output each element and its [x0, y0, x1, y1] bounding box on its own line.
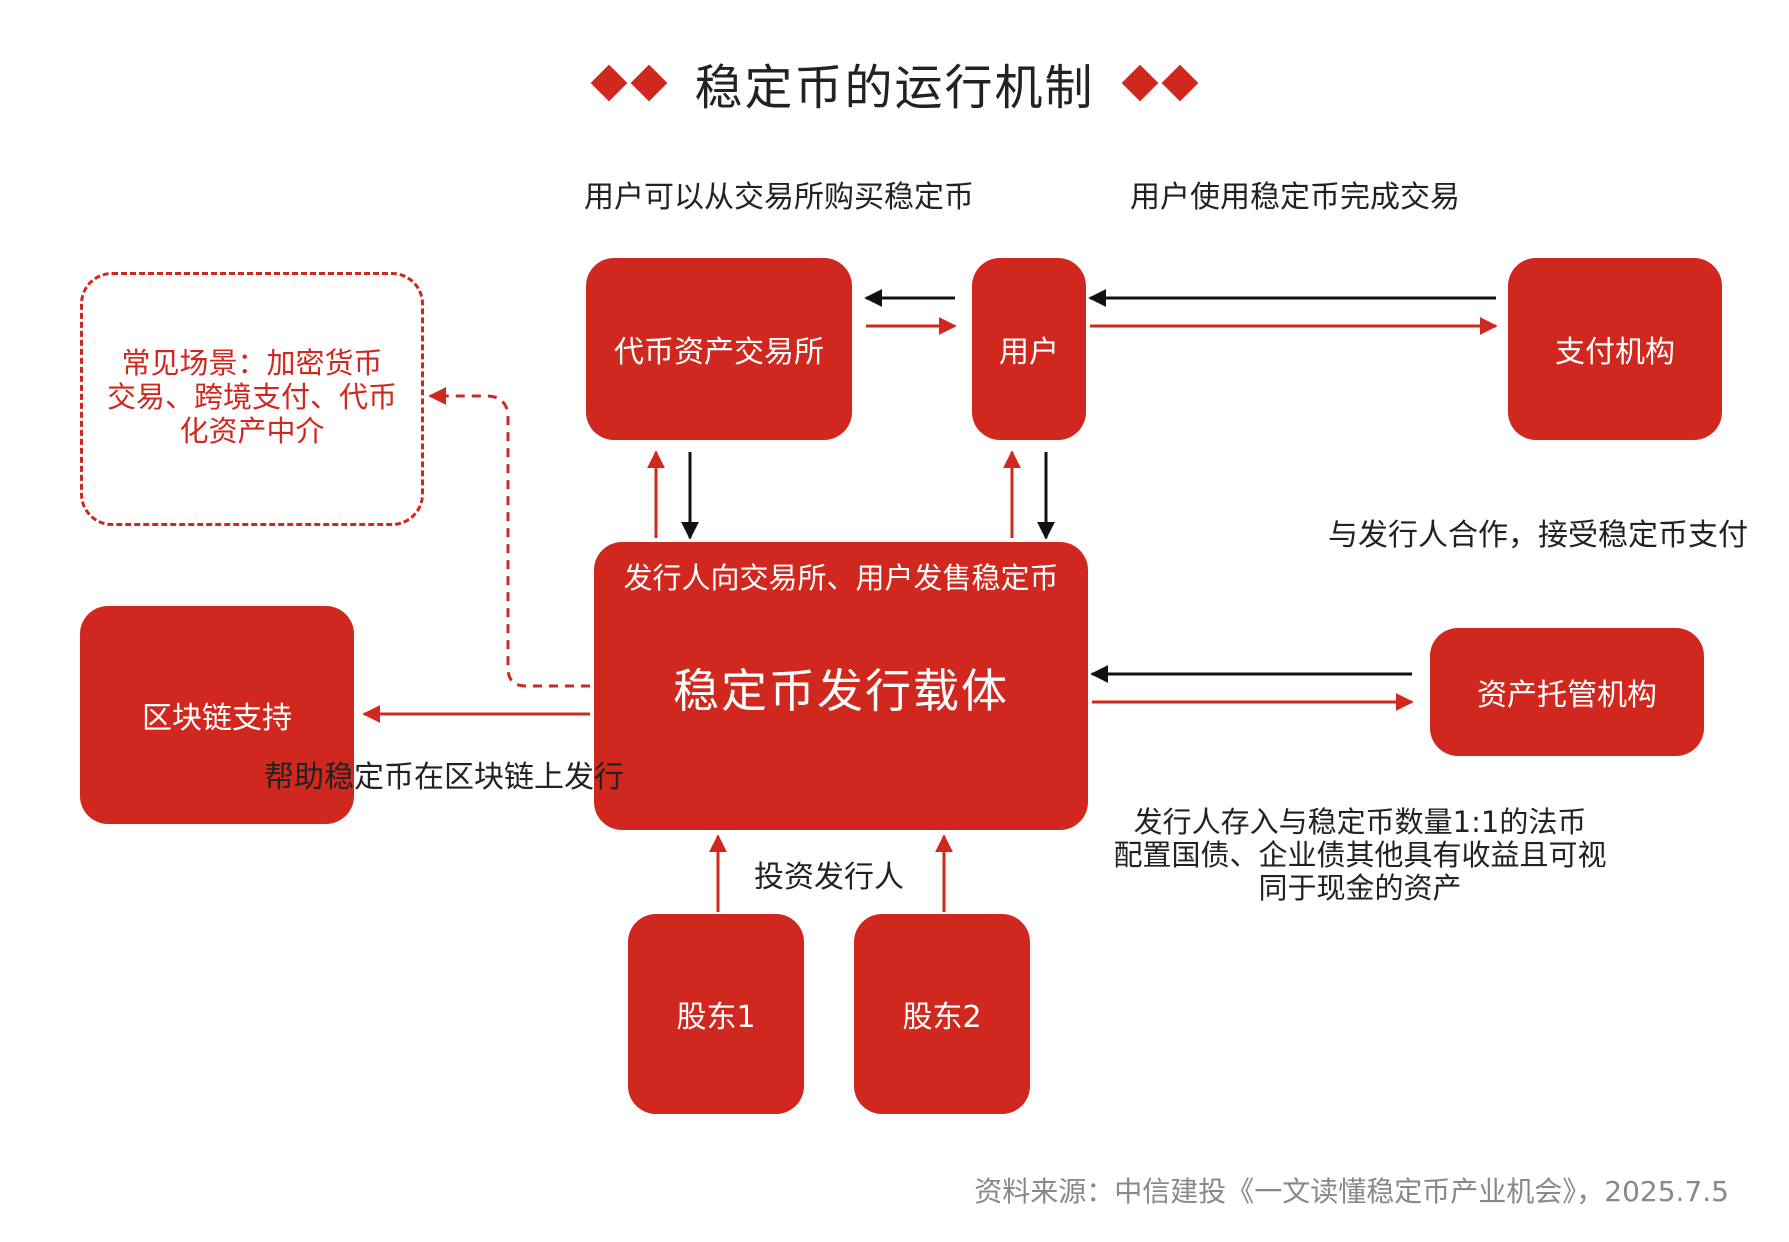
node-user-label: 用户 [999, 335, 1059, 370]
node-custody-label: 资产托管机构 [1477, 678, 1657, 713]
node-issuer [594, 542, 1088, 830]
node-custody: 资产托管机构 [1430, 628, 1704, 756]
label-cooperate: 与发行人合作，接受稳定币支付 [1328, 518, 1748, 553]
label-reserve: 发行人存入与稳定币数量1:1的法币 配置国债、企业债其他具有收益且可视 同于现金… [1080, 806, 1640, 905]
node-shareholder-1-label: 股东1 [676, 1000, 756, 1035]
title-row: 稳定币的运行机制 [0, 48, 1789, 118]
node-blockchain: 区块链支持 [80, 606, 354, 824]
node-payment-label: 支付机构 [1555, 335, 1675, 370]
label-buy-from-exchange: 用户可以从交易所购买稳定币 [584, 180, 974, 215]
arrow-issuer-to-scenario [428, 387, 590, 688]
label-invest: 投资发行人 [754, 860, 904, 895]
node-user: 用户 [972, 258, 1086, 440]
reserve-line: 发行人存入与稳定币数量1:1的法币 [1133, 805, 1587, 839]
node-issuer-label: 稳定币发行载体 [673, 664, 1009, 718]
reserve-line: 配置国债、企业债其他具有收益且可视 [1113, 838, 1607, 872]
label-use-stablecoin: 用户使用稳定币完成交易 [1130, 180, 1460, 215]
node-exchange: 代币资产交易所 [586, 258, 852, 440]
node-shareholder-2: 股东2 [854, 914, 1030, 1114]
scenario-line: 交易、跨境支付、代币 [106, 380, 397, 414]
reserve-line: 同于现金的资产 [1258, 871, 1462, 905]
scenario-line: 化资产中介 [179, 414, 325, 448]
node-blockchain-label: 区块链支持 [142, 701, 292, 736]
page-title: 稳定币的运行机制 [694, 60, 1095, 116]
scenario-box [80, 272, 424, 526]
node-issuer-subtitle: 发行人向交易所、用户发售稳定币 [623, 561, 1059, 595]
node-shareholder-2-label: 股东2 [902, 1000, 982, 1035]
node-shareholder-1: 股东1 [628, 914, 804, 1114]
node-payment: 支付机构 [1508, 258, 1722, 440]
scenario-line: 常见场景：加密货币 [121, 346, 383, 380]
scenario-text: 常见场景：加密货币 交易、跨境支付、代币 化资产中介 [92, 346, 412, 448]
node-exchange-label: 代币资产交易所 [614, 335, 824, 370]
source-note: 资料来源：中信建投《一文读懂稳定币产业机会》，2025.7.5 [974, 1175, 1729, 1208]
label-blockchain-help: 帮助稳定币在区块链上发行 [264, 760, 624, 795]
